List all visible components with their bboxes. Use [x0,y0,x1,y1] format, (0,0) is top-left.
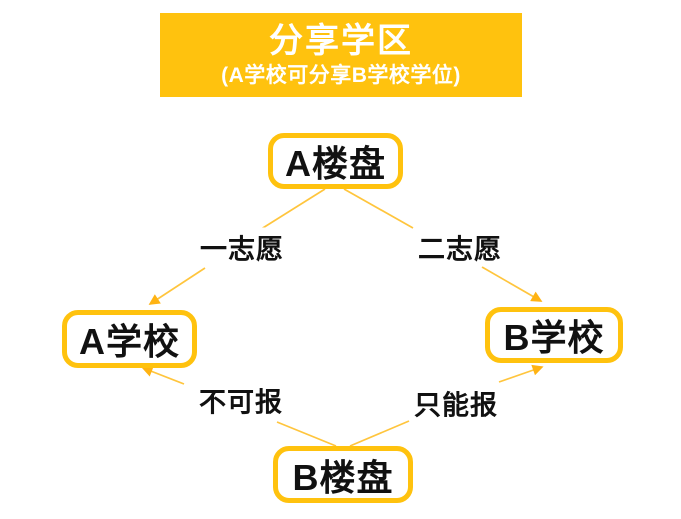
edge-buildingA-schoolB-seg1 [343,188,414,229]
edge-buildingB-schoolB-seg1 [349,420,410,447]
edge-label-first-choice: 一志愿 [198,227,286,267]
node-school-a: A学校 [62,310,197,368]
edge-buildingA-schoolA-seg2 [148,267,206,305]
node-building-b: B楼盘 [273,446,413,503]
node-school-a-label: A学校 [79,321,180,362]
edge-buildingB-schoolA-seg1 [276,421,337,447]
diagram-title: 分享学区 [269,22,413,61]
node-school-b: B学校 [485,307,623,363]
edge-buildingB-schoolB-seg2 [498,364,544,383]
edge-label-cannot-apply: 不可报 [197,380,285,420]
edge-buildingA-schoolA-seg1 [257,188,326,232]
node-building-b-label: B楼盘 [292,456,394,498]
edge-buildingA-schoolB-seg2 [481,266,543,302]
edge-buildingB-schoolA-seg2 [141,366,185,385]
node-building-a: A楼盘 [268,133,403,189]
diagram-subtitle: (A学校可分享B学校学位) [221,63,461,87]
edge-label-only-apply: 只能报 [412,383,500,423]
node-building-a-label: A楼盘 [285,143,386,184]
edge-label-second-choice: 二志愿 [416,227,504,267]
node-school-b-label: B学校 [503,317,605,358]
title-banner: 分享学区 (A学校可分享B学校学位) [160,13,522,97]
